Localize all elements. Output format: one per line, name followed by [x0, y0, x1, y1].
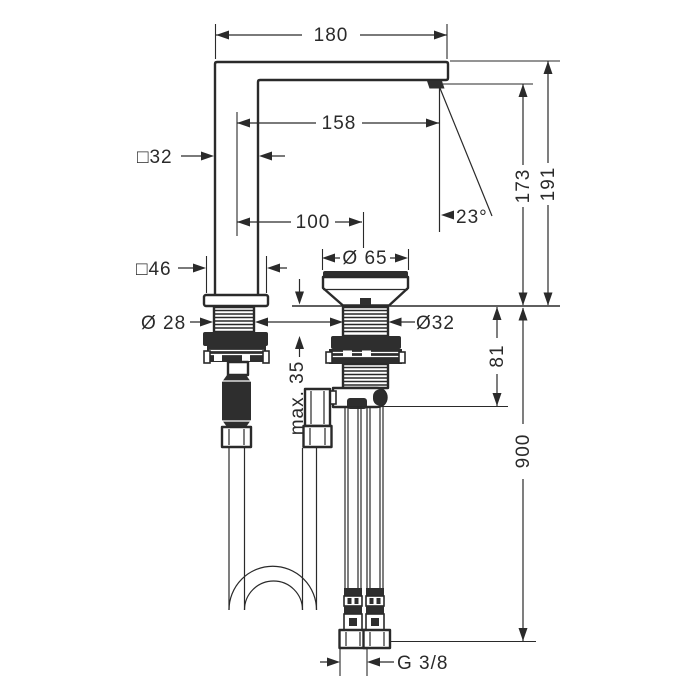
label-spout-profile: □32 — [137, 147, 173, 168]
spray-angle-reference — [438, 86, 493, 232]
dimension-hose-length: 900 — [391, 307, 536, 643]
label-connection-thread: G 3/8 — [397, 653, 448, 674]
label-total-height: 191 — [538, 167, 559, 202]
supply-manifold — [302, 386, 388, 449]
label-base-width: □46 — [136, 259, 172, 280]
handle-valve — [321, 271, 410, 307]
valve-shank-assembly — [325, 305, 406, 390]
spout-body — [213, 60, 450, 298]
dimension-total-width: 180 — [214, 24, 448, 59]
dimension-max-deck-thickness: max. 35 — [287, 279, 308, 435]
label-spray-angle: 23° — [456, 207, 488, 228]
label-hose-length: 900 — [513, 434, 534, 469]
label-spout-shank-dia: Ø 28 — [141, 313, 186, 334]
dimension-spray-angle: 23° — [441, 207, 488, 228]
dimension-spout-reach: 158 — [236, 112, 439, 236]
label-max-deck: max. 35 — [287, 361, 308, 436]
hex-nut-right — [362, 628, 392, 650]
check-valve — [220, 375, 253, 449]
label-hole-spacing: 100 — [296, 212, 331, 233]
label-valve-shank-dia: Ø32 — [416, 313, 455, 334]
label-handle-dia: Ø 65 — [342, 248, 387, 269]
elbow-fitting — [303, 387, 332, 428]
hose-nut — [220, 425, 253, 449]
supply-hose-loop — [228, 447, 318, 611]
dimension-total-height: 191 — [450, 60, 560, 306]
supply-hoses — [344, 407, 384, 588]
label-spout-reach: 158 — [322, 113, 357, 134]
hex-nut-left — [338, 628, 368, 650]
dimension-spout-height: 173 — [443, 83, 534, 306]
dimension-hole-spacing: 100 — [237, 212, 365, 248]
aerator — [427, 81, 445, 89]
dimension-below-deck-height: 81 — [332, 307, 508, 408]
dimension-shank-diameters: Ø 28 Ø32 — [141, 313, 455, 334]
spout-shank-assembly — [203, 305, 270, 377]
hose-fittings — [338, 588, 392, 650]
dimension-spout-profile: □32 — [137, 147, 285, 168]
dimension-handle-diameter: Ø 65 — [321, 248, 410, 270]
label-below-deck: 81 — [487, 344, 508, 367]
spout-base-plate — [202, 293, 270, 308]
dimension-connection-thread: G 3/8 — [320, 649, 448, 676]
label-total-width: 180 — [314, 25, 349, 46]
dimension-base-width: □46 — [136, 256, 287, 293]
label-spout-height: 173 — [513, 169, 534, 204]
